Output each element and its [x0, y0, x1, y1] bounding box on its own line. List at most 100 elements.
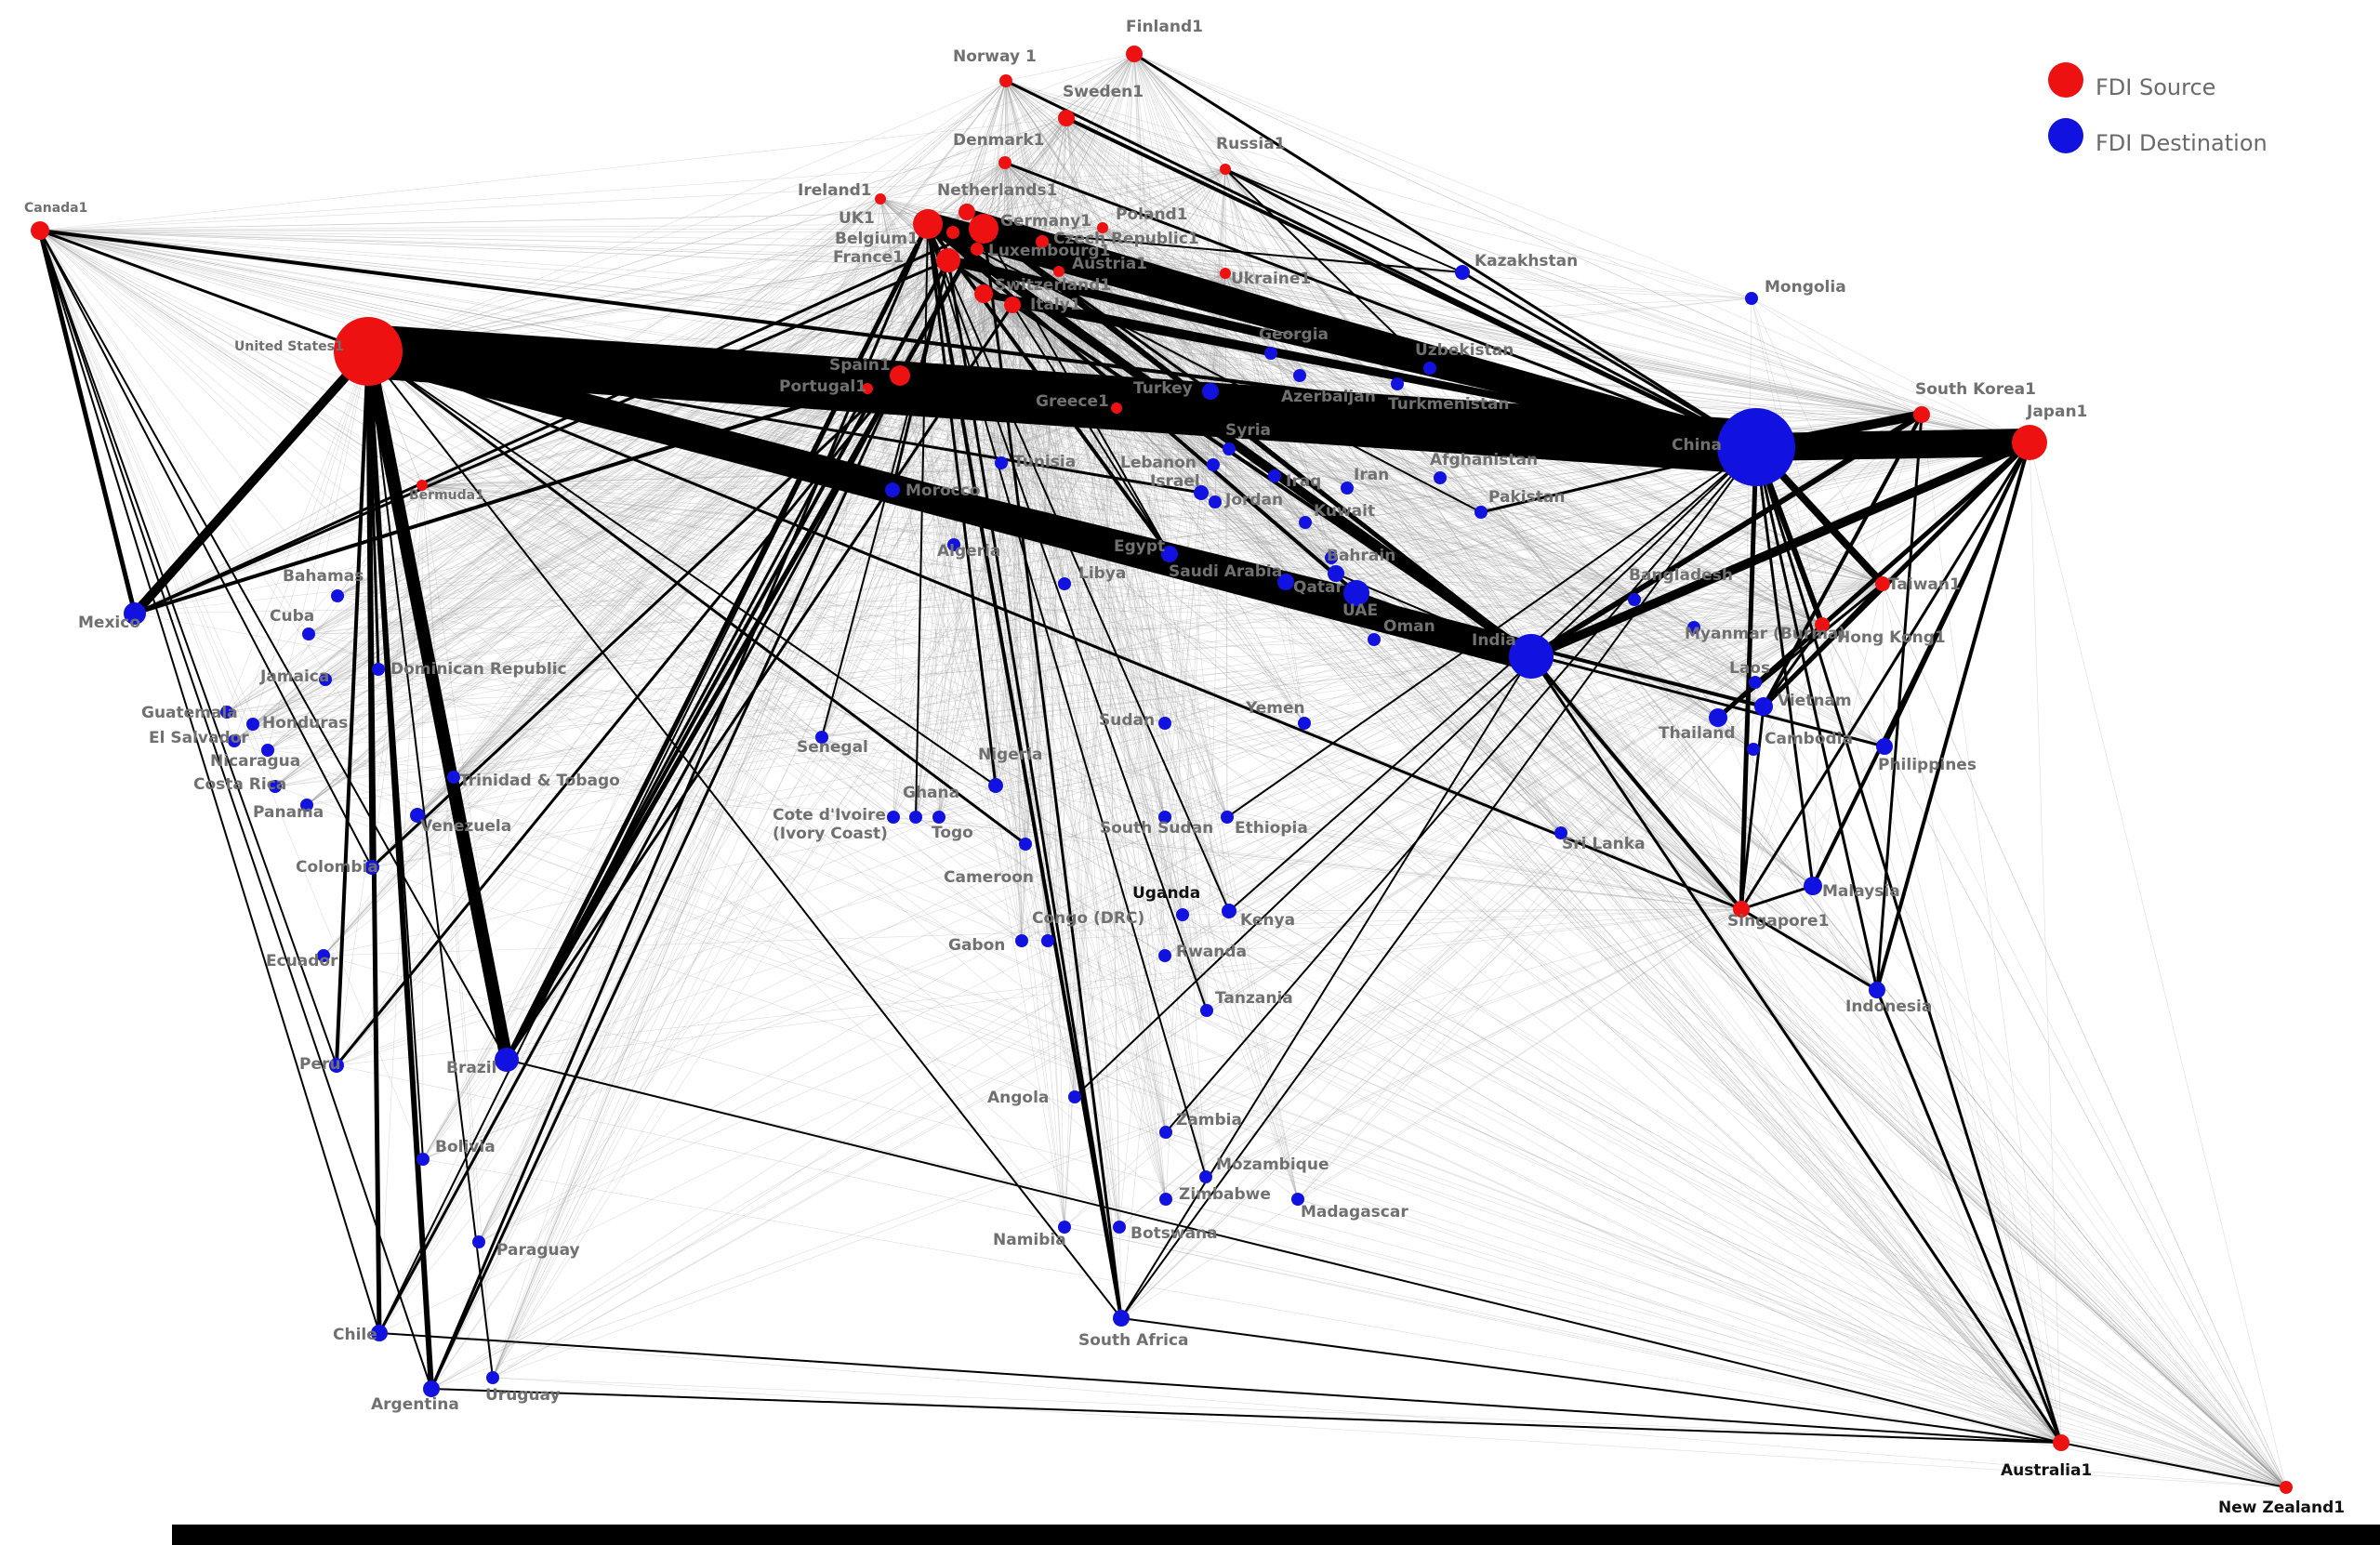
- faint-edge: [995, 227, 1104, 786]
- faint-edge: [1004, 162, 1635, 601]
- edge-india-southafrica: [1120, 655, 1532, 1319]
- faint-edge: [39, 230, 269, 751]
- faint-edge: [306, 804, 2287, 1488]
- faint-edge: [1821, 624, 2062, 1444]
- node-myanmar: [1687, 621, 1700, 634]
- faint-edge: [1224, 272, 2062, 1444]
- faint-edge: [1047, 624, 1823, 942]
- node-togo: [932, 811, 945, 824]
- label-ireland1: Ireland1: [798, 181, 872, 200]
- faint-edge: [892, 489, 1884, 585]
- faint-edge: [430, 407, 1117, 1390]
- faint-edge: [337, 595, 2062, 1444]
- faint-edge: [1004, 162, 1299, 1200]
- faint-edge: [367, 80, 1007, 352]
- faint-edge: [1004, 162, 1202, 494]
- faint-edge: [226, 350, 369, 713]
- faint-edge: [506, 908, 1742, 1061]
- faint-edge: [323, 908, 1742, 957]
- label-tanzania: Tanzania: [1215, 989, 1293, 1008]
- node-namibia: [1058, 1221, 1071, 1234]
- edge-uk1-nigeria: [926, 222, 998, 787]
- faint-edge: [1004, 162, 1049, 942]
- faint-edge: [267, 350, 369, 751]
- node-newzealand1: [2280, 1481, 2293, 1494]
- node-jordan: [1209, 495, 1222, 508]
- label-dominican: Dominican Republic: [390, 660, 567, 679]
- node-bahrain: [1325, 551, 1338, 564]
- node-bermuda1: [416, 480, 428, 491]
- faint-edge: [1116, 53, 1135, 409]
- faint-edge: [1065, 117, 1635, 601]
- faint-edge: [1304, 522, 2287, 1488]
- label-afghanistan: Afghanistan: [1430, 451, 1538, 469]
- faint-edge: [1005, 80, 2287, 1488]
- faint-edge: [1004, 162, 1287, 583]
- faint-edge: [1717, 717, 2062, 1444]
- faint-edge: [39, 230, 310, 635]
- faint-edge: [308, 350, 369, 635]
- faint-edge: [1005, 80, 1166, 957]
- faint-edge: [866, 388, 1719, 719]
- node-chile: [371, 1325, 388, 1341]
- node-greece1: [1111, 403, 1122, 414]
- faint-edge: [306, 375, 901, 806]
- faint-edge: [39, 230, 1299, 1200]
- faint-edge: [1065, 117, 2287, 1488]
- label-angola: Angola: [987, 1089, 1049, 1107]
- faint-edge: [915, 248, 978, 818]
- faint-edge: [1005, 80, 1923, 416]
- faint-edge: [1005, 80, 1226, 170]
- edge-singapore1-china: [1739, 444, 1759, 912]
- faint-edge: [1165, 1131, 2287, 1488]
- edge-qatar-india: [1335, 573, 1532, 657]
- faint-edge: [377, 388, 868, 670]
- faint-edge: [1012, 304, 2062, 1444]
- faint-edge: [1165, 1198, 2062, 1444]
- footer-bar: [172, 1525, 2380, 1545]
- node-kazakhstan: [1455, 265, 1470, 280]
- faint-edge: [1041, 241, 1923, 416]
- label-germany1: Germany1: [1000, 212, 1091, 231]
- node-norway1: [999, 74, 1012, 87]
- faint-edge: [306, 271, 1060, 806]
- label-malaysia: Malaysia: [1822, 882, 1900, 901]
- faint-edge: [1065, 117, 1211, 392]
- label-azerbaijan: Azerbaijan: [1281, 388, 1376, 406]
- faint-edge: [1133, 53, 1635, 601]
- faint-edge: [1373, 639, 2287, 1488]
- node-hongkong: [1815, 617, 1830, 632]
- faint-edge: [927, 223, 1026, 845]
- label-cuba: Cuba: [270, 607, 314, 626]
- legend: FDI Source FDI Destination: [2048, 62, 2268, 156]
- faint-edge: [1102, 227, 1166, 724]
- edge-china-kenya: [1228, 446, 1757, 912]
- label-denmark1: Denmark1: [953, 131, 1044, 150]
- faint-edge: [983, 293, 1823, 626]
- edge-australia1-india: [1529, 654, 2063, 1445]
- label-hongkong: Hong Kong1: [1837, 628, 1946, 647]
- faint-edge: [492, 407, 1117, 1379]
- faint-edge: [1633, 599, 2287, 1488]
- node-ecuador: [317, 949, 330, 962]
- faint-edge: [866, 388, 1120, 1228]
- faint-edge: [1182, 583, 1884, 916]
- faint-edge: [1285, 581, 1823, 626]
- faint-edge: [39, 230, 1065, 1228]
- node-spain1: [890, 365, 910, 386]
- faint-edge: [324, 679, 1742, 910]
- faint-edge: [983, 228, 1878, 991]
- node-kuwait: [1299, 516, 1312, 529]
- faint-edge: [915, 241, 1043, 818]
- faint-edge: [1740, 908, 2062, 1444]
- faint-edge: [821, 168, 1226, 738]
- faint-edge: [1224, 272, 2030, 443]
- faint-edge: [1205, 908, 1742, 1178]
- faint-edge: [879, 198, 968, 213]
- faint-edge: [367, 117, 1067, 352]
- faint-edge: [367, 350, 1049, 942]
- node-cuba: [302, 627, 315, 640]
- faint-edge: [306, 624, 1823, 806]
- node-peru: [329, 1058, 344, 1073]
- faint-edge: [1047, 940, 2062, 1444]
